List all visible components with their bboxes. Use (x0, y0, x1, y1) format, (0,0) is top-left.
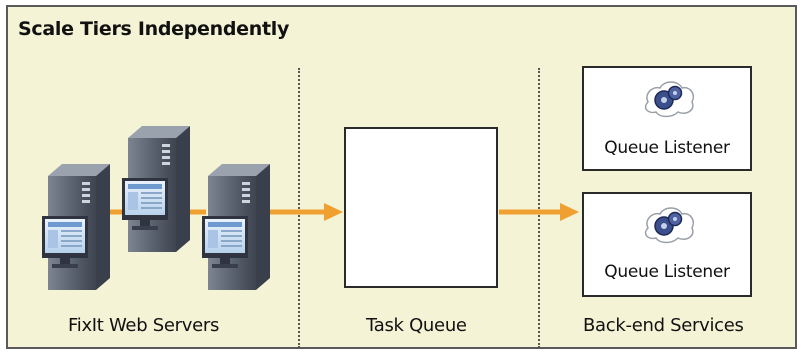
listener-box-2: Queue Listener (582, 192, 752, 297)
caption-task-queue: Task Queue (366, 315, 467, 336)
arrow-queue-to-backend-head (560, 203, 579, 221)
divider-left (298, 68, 300, 348)
task-queue-box (344, 127, 498, 288)
arrow-servers-to-queue-head (324, 203, 343, 221)
gears-cloud-icon (644, 207, 694, 244)
caption-backend-services: Back-end Services (583, 315, 744, 336)
listener-label-1: Queue Listener (604, 138, 730, 158)
listener-label-2: Queue Listener (604, 262, 730, 282)
server-icon-left (42, 164, 110, 290)
server-icon-right (202, 164, 270, 290)
gears-cloud-icon (644, 81, 694, 118)
divider-right (538, 68, 540, 348)
diagram-title: Scale Tiers Independently (18, 18, 290, 40)
caption-web-servers: FixIt Web Servers (68, 315, 220, 336)
listener-box-1: Queue Listener (582, 66, 752, 171)
server-icon-back (122, 126, 190, 252)
